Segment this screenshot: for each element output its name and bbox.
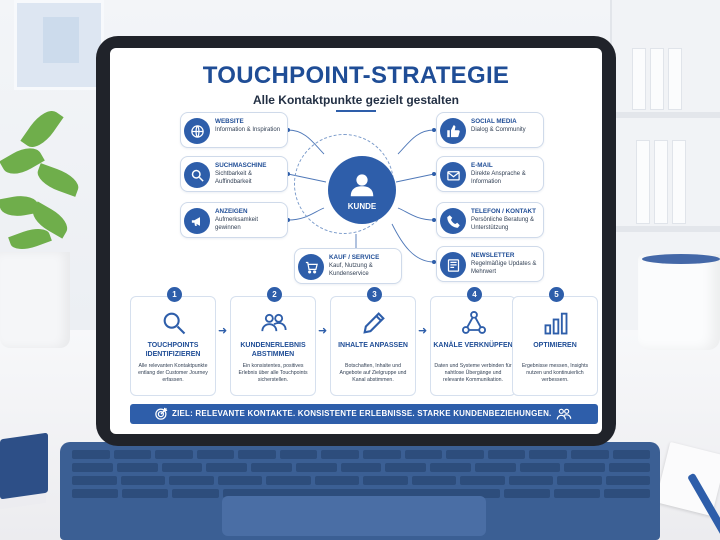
goal-text: ZIEL: RELEVANTE KONTAKTE. KONSISTENTE ER… (172, 409, 552, 418)
page-subtitle: Alle Kontaktpunkte gezielt gestalten (252, 93, 460, 107)
person-icon (350, 173, 374, 196)
step-number: 4 (467, 287, 482, 302)
globe-icon (190, 124, 204, 138)
arrow-right-icon: ➜ (318, 325, 328, 337)
trackpad[interactable] (222, 496, 486, 536)
touchpoint-newsletter[interactable]: NEWSLETTER Regelmäßige Updates & Mehrwer… (436, 246, 544, 282)
step-title: OPTIMIEREN (533, 342, 577, 349)
touchpoint-title: SUCHMASCHINE (215, 162, 267, 169)
step-desc: Daten und Systeme verbinden für nahtlose… (434, 363, 512, 383)
touchpoint-title: WEBSITE (215, 118, 244, 125)
thumbs-up-icon (446, 124, 460, 137)
step-desc: Ergebnisse messen, Insights nutzen und k… (521, 363, 589, 383)
touchpoint-suchmaschine[interactable]: SUCHMASCHINE Sichtbarkeit & Auffindbarke… (180, 156, 288, 192)
touchpoint-title: NEWSLETTER (471, 252, 515, 259)
goal-banner: ZIEL: RELEVANTE KONTAKTE. KONSISTENTE ER… (130, 404, 598, 424)
step-number: 3 (367, 287, 382, 302)
touchpoint-e-mail[interactable]: E-MAIL Direkte Ansprache & Information (436, 156, 544, 192)
touchpoint-desc: Kauf, Nutzung & Kundenservice (329, 263, 373, 277)
subtitle-divider (336, 110, 376, 112)
touchpoint-title: TELEFON / KONTAKT (471, 208, 536, 215)
touchpoint-kauf-service[interactable]: KAUF / SERVICE Kauf, Nutzung & Kundenser… (294, 248, 402, 284)
step-card-4[interactable]: 4 KANÄLE VERKNÜPFEN Daten und Systeme ve… (430, 287, 516, 396)
network-icon (461, 310, 487, 334)
touchpoint-anzeigen[interactable]: ANZEIGEN Aufmerksamkeit gewinnen (180, 202, 288, 238)
step-title: KANÄLE VERKNÜPFEN (433, 342, 513, 349)
step-card-5[interactable]: 5 OPTIMIEREN Ergebnisse messen, Insights… (512, 287, 598, 396)
arrow-right-icon: ➜ (418, 325, 428, 337)
touchpoint-title: ANZEIGEN (215, 208, 248, 215)
page-title: TOUCHPOINT-STRATEGIE (202, 62, 510, 89)
step-title: TOUCHPOINTS IDENTIFIZIEREN (145, 342, 201, 358)
magnifier-icon (163, 312, 186, 335)
envelope-icon (446, 170, 460, 180)
step-card-3[interactable]: 3 INHALTE ANPASSEN Botschaften, Inhalte … (330, 287, 416, 396)
hub-label: KUNDE (347, 201, 377, 211)
pencil-icon (363, 312, 385, 334)
cart-icon (305, 261, 318, 273)
people-icon (556, 408, 572, 420)
touchpoint-social-media[interactable]: SOCIAL MEDIA Dialog & Community (436, 112, 544, 148)
touchpoint-desc: Dialog & Community (471, 127, 526, 133)
megaphone-icon (191, 216, 200, 226)
target-icon (155, 407, 168, 420)
keyboard-keys[interactable] (72, 450, 651, 502)
step-desc: Botschaften, Inhalte und Angebote auf Zi… (339, 363, 407, 383)
step-number: 2 (267, 287, 282, 302)
step-number: 1 (167, 287, 182, 302)
touchpoint-title: KAUF / SERVICE (329, 254, 380, 261)
group-icon (261, 313, 287, 332)
step-desc: Ein konsistentes, positives Erlebnis übe… (238, 363, 308, 383)
arrow-right-icon: ➜ (218, 325, 228, 337)
search-icon (191, 169, 204, 182)
touchpoint-desc: Sichtbarkeit & Auffindbarkeit (215, 171, 253, 185)
touchpoint-website[interactable]: WEBSITE Information & Inspiration (180, 112, 288, 148)
touchpoint-desc: Information & Inspiration (215, 127, 281, 133)
touchpoint-title: SOCIAL MEDIA (471, 118, 517, 125)
phone-icon (446, 214, 460, 228)
step-title: KUNDENERLEBNIS ABSTIMMEN (240, 342, 306, 358)
touchpoint-desc: Direkte Ansprache & Information (471, 171, 526, 185)
tablet-screen: TOUCHPOINT-STRATEGIE Alle Kontaktpunkte … (110, 48, 602, 434)
touchpoint-desc: Regelmäßige Updates & Mehrwert (471, 261, 537, 275)
touchpoint-desc: Aufmerksamkeit gewinnen (215, 217, 259, 231)
step-desc: Alle relevanten Kontaktpunkte entlang de… (138, 363, 208, 383)
coffee-mug (638, 254, 720, 350)
bar-chart-icon (544, 312, 568, 335)
step-card-1[interactable]: 1 TOUCHPOINTS IDENTIFIZIEREN Alle releva… (130, 287, 216, 396)
touchpoint-telefon-kontakt[interactable]: TELEFON / KONTAKT Persönliche Beratung &… (436, 202, 544, 238)
customer-hub: KUNDE (328, 156, 396, 224)
step-title: INHALTE ANPASSEN (338, 342, 408, 349)
wall-picture (14, 0, 104, 90)
newsletter-icon (447, 258, 459, 272)
step-number: 5 (549, 287, 564, 302)
touchpoint-title: E-MAIL (471, 162, 493, 169)
touchpoint-desc: Persönliche Beratung & Unterstützung (471, 217, 535, 231)
step-card-2[interactable]: 2 KUNDENERLEBNIS ABSTIMMEN Ein konsisten… (230, 287, 316, 396)
notebook (0, 432, 48, 500)
